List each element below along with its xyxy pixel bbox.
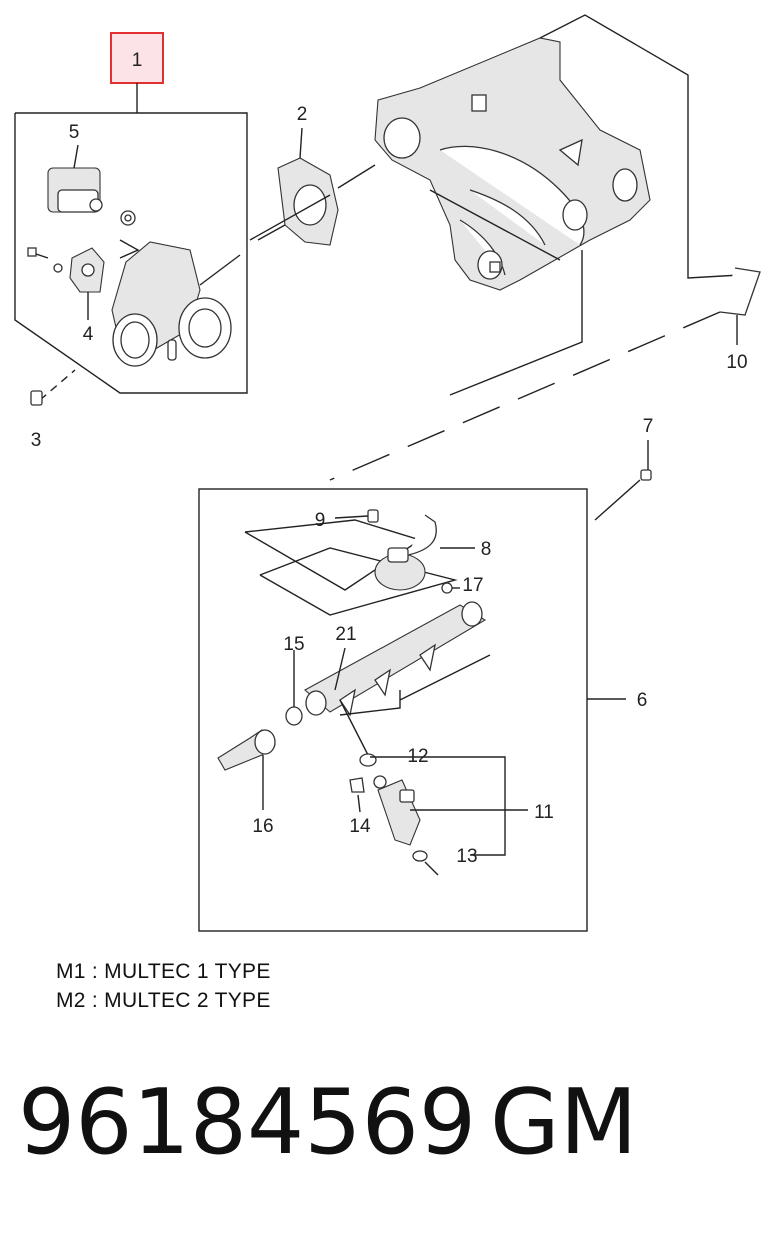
fuel-pressure-regulator: [244, 509, 475, 616]
callout-5[interactable]: 5: [69, 122, 80, 143]
throttle-body-gasket: [257, 127, 339, 246]
fuel-rail: [304, 582, 491, 717]
callout-13[interactable]: 13: [456, 846, 477, 867]
legend-line-m2: M2 : MULTEC 2 TYPE: [56, 989, 271, 1012]
callout-10[interactable]: 10: [726, 352, 747, 373]
callout-2[interactable]: 2: [297, 104, 308, 125]
fuel-injector: [339, 699, 528, 876]
idle-air-control-valve: [47, 144, 136, 226]
callout-12[interactable]: 12: [407, 746, 428, 767]
callout-11[interactable]: 11: [534, 802, 554, 823]
callout-9[interactable]: 9: [315, 510, 326, 531]
throttle-body-frame: [14, 112, 248, 394]
inlet-fitting: [217, 650, 303, 810]
intake-manifold: [374, 37, 651, 291]
callout-21[interactable]: 21: [335, 624, 356, 645]
callout-6[interactable]: 6: [637, 690, 648, 711]
callout-4[interactable]: 4: [83, 324, 94, 345]
part-number: 96184569: [18, 1070, 477, 1175]
callout-1[interactable]: 1: [132, 50, 143, 71]
fuel-rail-frame: [198, 488, 588, 932]
legend-line-m1: M1 : MULTEC 1 TYPE: [56, 960, 271, 983]
callout-16[interactable]: 16: [252, 816, 273, 837]
throttle-position-sensor: [27, 247, 105, 320]
mounting-bolt: [30, 369, 76, 406]
brand-name: GM: [490, 1070, 638, 1175]
vacuum-hose: [719, 267, 761, 345]
callout-3[interactable]: 3: [31, 430, 42, 451]
callout-14[interactable]: 14: [349, 816, 371, 837]
callout-15[interactable]: 15: [283, 634, 304, 655]
callout-7[interactable]: 7: [643, 416, 654, 437]
rail-bolt: [594, 440, 652, 521]
throttle-body-housing: [111, 239, 241, 367]
callout-8[interactable]: 8: [481, 539, 492, 560]
callout-17[interactable]: 17: [462, 575, 483, 596]
